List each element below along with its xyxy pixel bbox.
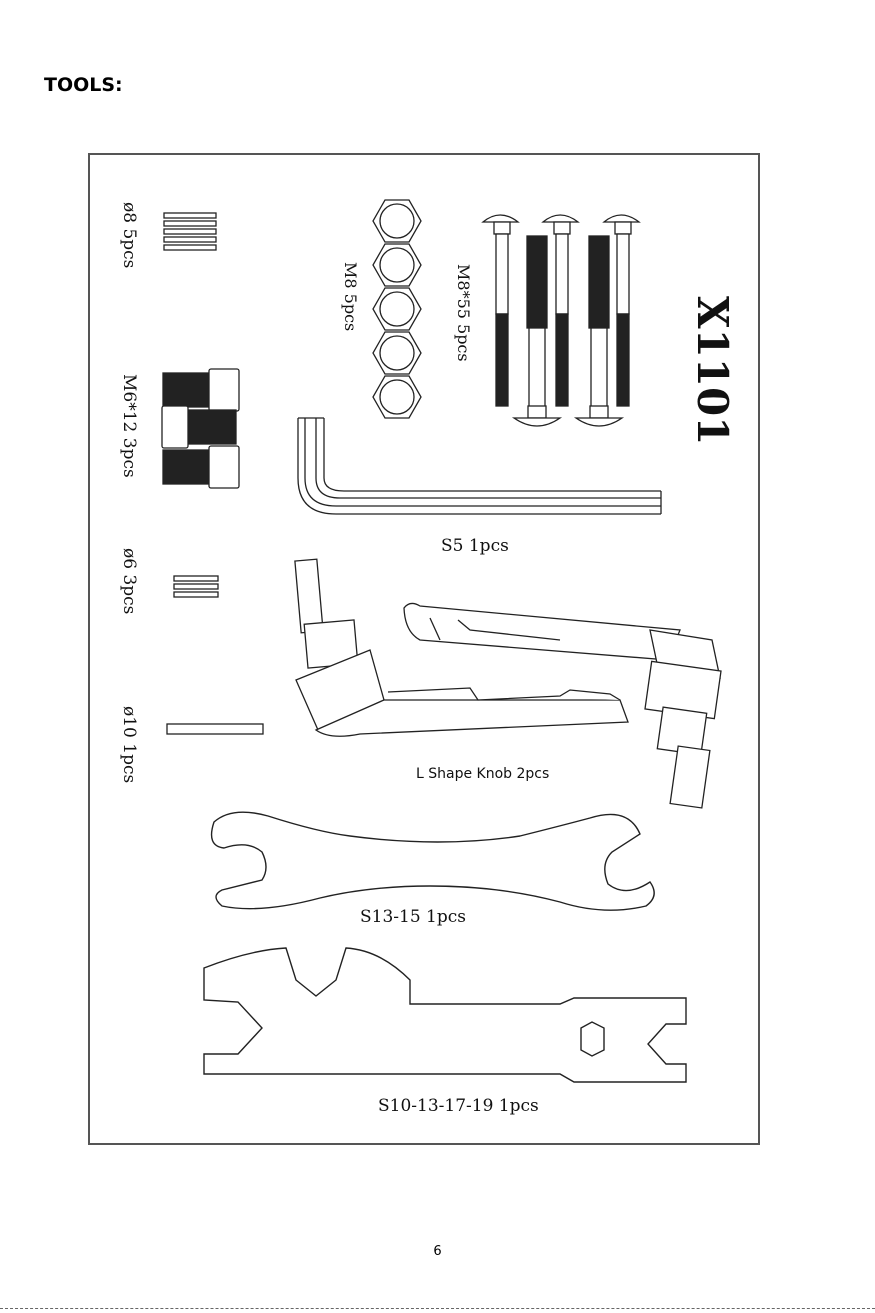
pin-6-icon — [174, 576, 218, 597]
hex-key-label: S5 1pcs — [441, 536, 509, 556]
kit-code: X1101 — [688, 296, 737, 445]
footer-divider — [0, 1308, 875, 1309]
page-number: 6 — [0, 1244, 875, 1259]
hex-key-icon — [298, 418, 661, 514]
wrench-s10-19-label: S10-13-17-19 1pcs — [378, 1096, 539, 1116]
wrench-s10-19-icon — [204, 948, 686, 1082]
pin-10-icon — [167, 724, 263, 734]
pin-8-icon — [164, 213, 216, 250]
nut-m8-icon — [373, 200, 421, 418]
pin-10-label: ø10 1pcs — [119, 706, 139, 783]
bolt-m6-icon — [162, 369, 239, 488]
wrench-s13-15-label: S13-15 1pcs — [360, 907, 466, 927]
nut-m8-label: M8 5pcs — [341, 262, 360, 331]
wrench-s13-15-icon — [212, 812, 655, 910]
pin-8-label: ø8 5pcs — [119, 202, 139, 268]
l-shape-knob-label: L Shape Knob 2pcs — [416, 766, 549, 782]
bolt-m6-label: M6*12 3pcs — [119, 374, 139, 478]
pin-6-label: ø6 3pcs — [119, 548, 139, 614]
bolt-m8-label: M8*55 5pcs — [454, 264, 473, 362]
bolt-m8-icon — [483, 215, 639, 426]
